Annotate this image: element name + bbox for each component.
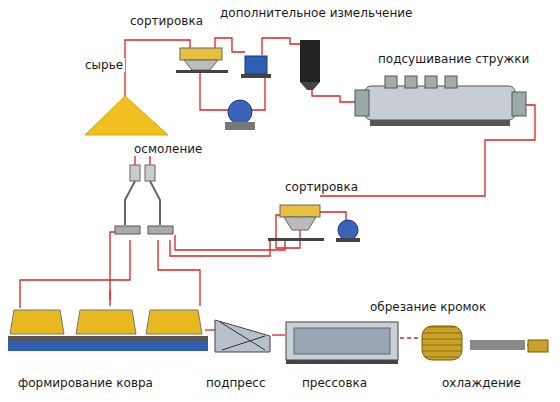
dryer (355, 76, 526, 126)
forming-line (8, 310, 208, 351)
prepress (215, 320, 270, 352)
stage-label: обрезание кромок (368, 300, 488, 314)
stage-label: осмоление (132, 142, 204, 156)
sorter-mid (268, 205, 360, 242)
resin-blender (115, 165, 173, 234)
raw-pile (85, 96, 168, 135)
stage-label: сырье (83, 58, 125, 72)
stage-label: сортировка (128, 14, 205, 28)
mill (225, 100, 255, 130)
grinder (241, 56, 271, 78)
stage-label: охлаждение (440, 376, 523, 390)
flow-lines (20, 38, 548, 345)
stage-label: сортировка (283, 180, 360, 194)
stage-label: подсушивание стружки (376, 52, 531, 66)
press (286, 322, 398, 364)
stage-label: формирование ковра (16, 376, 155, 390)
sorter-top (176, 48, 228, 73)
stage-label: подпресс (204, 376, 268, 390)
cooler (422, 326, 548, 360)
stage-label: дополнительное измельчение (218, 6, 415, 20)
silo (300, 40, 320, 90)
stage-label: прессовка (300, 376, 369, 390)
